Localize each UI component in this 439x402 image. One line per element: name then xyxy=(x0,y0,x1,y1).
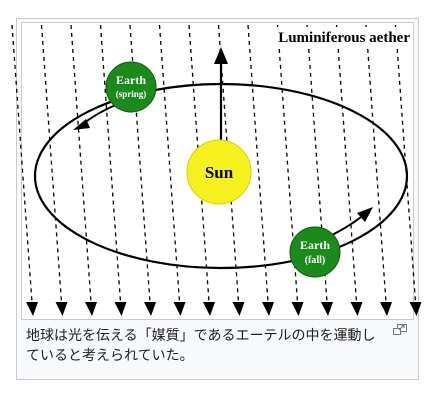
aether-arrowhead-icon xyxy=(291,302,304,316)
aether-flow-line xyxy=(335,24,358,303)
aether-arrowhead-icon xyxy=(144,302,156,316)
earth-fall-label: Earth xyxy=(300,238,330,252)
aether-flow-line xyxy=(99,24,122,303)
aether-arrowhead-icon xyxy=(85,302,97,316)
aether-arrowhead-icon xyxy=(409,302,422,316)
aether-arrowheads xyxy=(26,302,422,316)
aether-flow-line xyxy=(40,24,63,303)
sun xyxy=(186,139,252,205)
magnify-clip-icon[interactable] xyxy=(393,324,407,336)
aether-flow-line xyxy=(129,24,151,303)
earth-fall xyxy=(289,226,341,278)
arrow-head-up-icon xyxy=(214,47,228,64)
aether-flow-line xyxy=(306,24,328,303)
earth-fall-season: (fall) xyxy=(305,255,326,266)
aether-arrowhead-icon xyxy=(114,302,127,316)
aether-arrowhead-icon xyxy=(380,302,392,316)
aether-flow-line xyxy=(276,24,299,303)
aether-arrowhead-icon xyxy=(321,302,333,316)
aether-arrowhead-icon xyxy=(55,302,68,316)
aether-arrowhead-icon xyxy=(232,302,245,316)
arrow-head-left-icon xyxy=(73,119,90,130)
aether-flow-line xyxy=(70,24,92,303)
aether-flow-line xyxy=(11,24,33,303)
earth-spring xyxy=(105,61,157,113)
aether-flow-line xyxy=(247,24,269,303)
aether-arrowhead-icon xyxy=(262,302,274,316)
earth-spring-label: Earth xyxy=(116,73,146,87)
earth-spring-season: (spring) xyxy=(116,89,147,99)
sun-label: Sun xyxy=(205,163,234,182)
aether-arrowhead-icon xyxy=(203,302,215,316)
aether-arrowhead-icon xyxy=(173,302,186,316)
aether-label: Luminiferous aether xyxy=(278,30,410,46)
figure-caption: 地球は光を伝える「媒質」であるエーテルの中を運動していると考えられていた。 xyxy=(26,328,376,364)
aether-flow-line xyxy=(158,24,181,303)
aether-flow-line xyxy=(365,24,387,303)
aether-arrowhead-icon xyxy=(26,302,38,316)
aether-arrowhead-icon xyxy=(350,302,363,316)
arrow-head-right-icon xyxy=(357,207,373,222)
